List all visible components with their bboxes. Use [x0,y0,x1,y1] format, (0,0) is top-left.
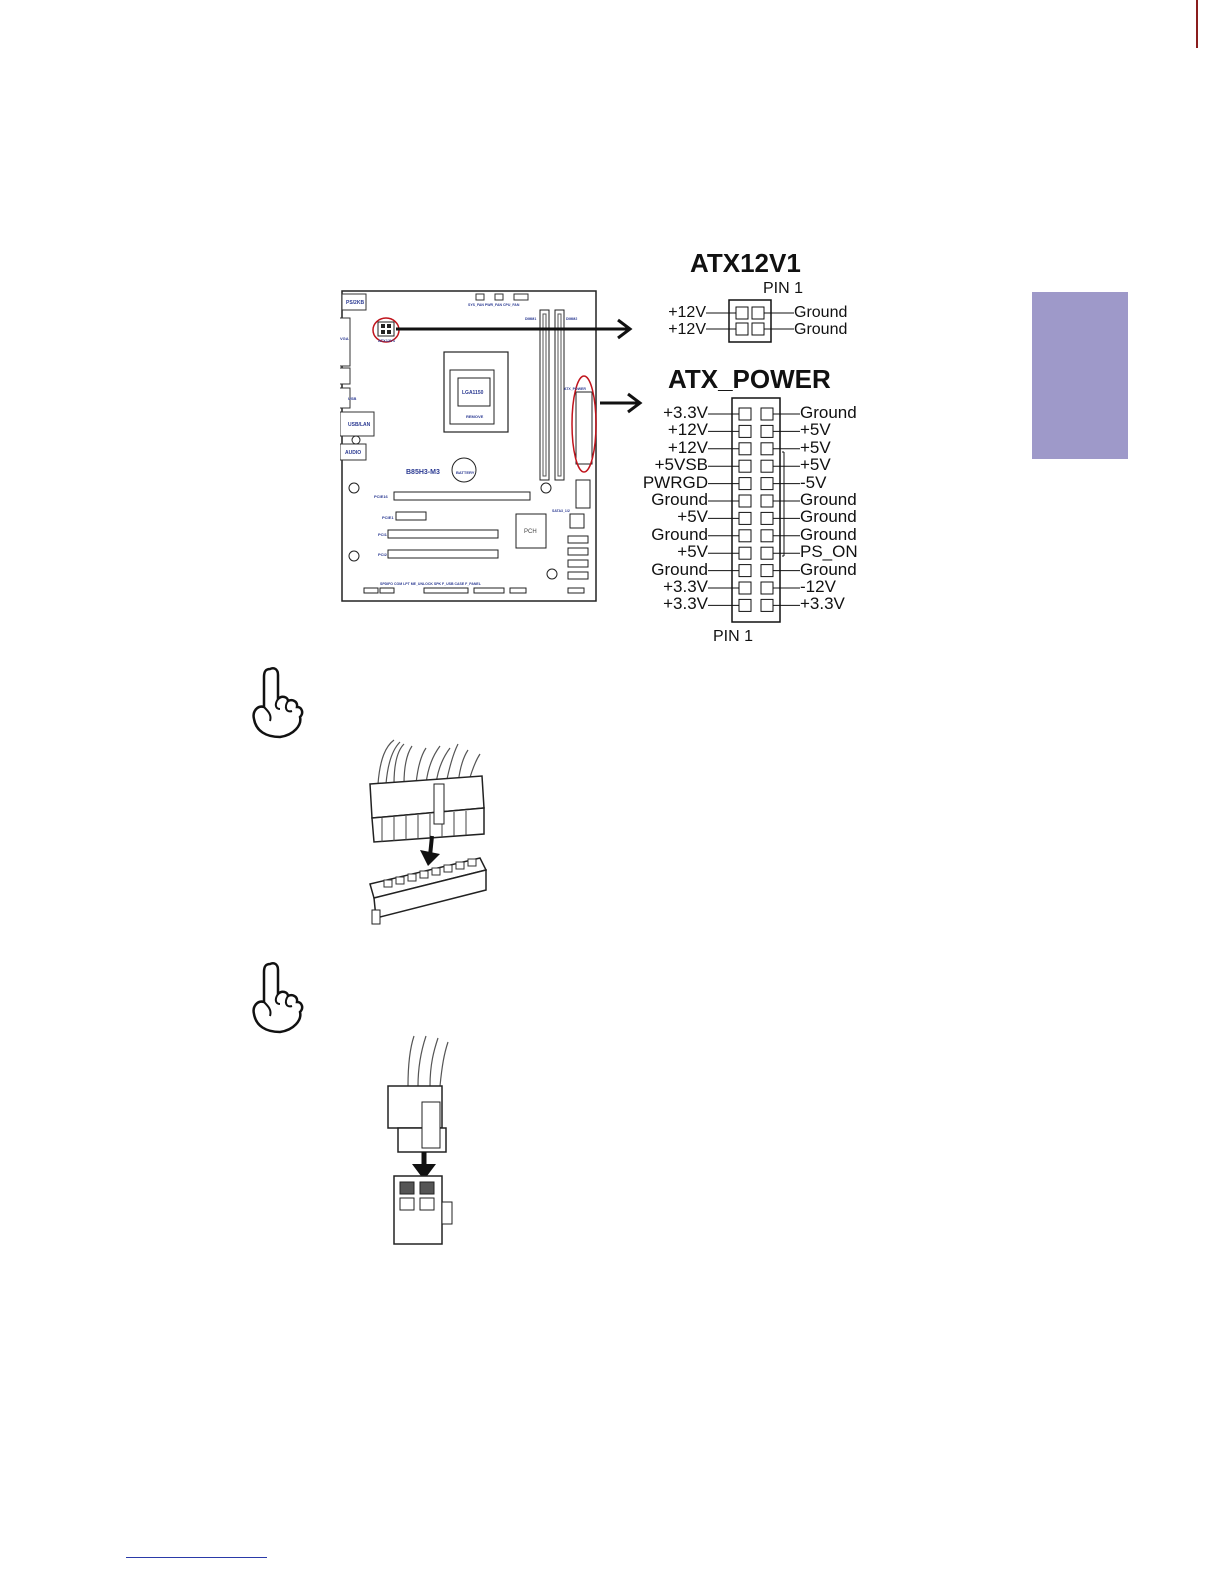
atx-power-pin [738,511,752,525]
svg-text:PCH: PCH [524,529,537,535]
atx12v-pin-left-2: +12V [668,321,706,338]
atx-power-pin-left-label: +3.3V [663,403,708,422]
svg-text:SPDIFO COM LPT ME_UNLOCK: SPDIFO COM LPT ME_UNLOCK SPK F_USB CASE … [380,582,482,586]
atx-power-pin [760,494,774,508]
svg-text:USB: USB [348,396,357,401]
pointing-hand-icon [252,667,304,739]
chapter-side-tab [1032,292,1128,459]
atx-power-pin [738,494,752,508]
svg-text:SYS_FAN PWR_FAN CPU_FAN: SYS_FAN PWR_FAN CPU_FAN [468,303,520,307]
atx12v-title: ATX12V1 [690,248,801,278]
svg-text:USB/LAN: USB/LAN [348,422,371,428]
atx12v-callout-arrow [396,318,633,340]
atx-power-connector-diagram [708,397,800,623]
svg-text:BATTERY: BATTERY [456,470,475,475]
atx-power-pin [738,598,752,612]
svg-text:B85H3-M3: B85H3-M3 [406,469,440,476]
atx-power-pin-left-label: +12V [667,437,708,457]
atx-power-pin [760,546,774,560]
atx-power-pin-right-label: +5V [800,437,831,457]
atx-power-pin [738,529,752,543]
atx12v-pin-right-1: Ground [794,304,848,321]
atx-power-pin [760,477,774,491]
atx-power-pin [760,459,774,473]
svg-text:PS/2KB: PS/2KB [346,300,364,306]
atx-power-pin [760,511,774,525]
atx-power-pin-right-label: -5V [800,472,827,492]
svg-text:DIMM2: DIMM2 [566,317,577,321]
footer-link-underline [126,1557,267,1558]
atx-power-pin [760,598,774,612]
atx-power-pin [738,424,752,438]
atx-power-pin-right-label: Ground [800,524,857,544]
atx-power-pin-right-label: Ground [800,507,857,527]
atx-power-pin [760,424,774,438]
atx-power-pin-left-label: Ground [651,490,708,509]
atx-power-callout-arrow [600,392,643,414]
atx-power-pin [738,477,752,491]
atx-power-pin [760,529,774,543]
atx-power-pin1-label: PIN 1 [713,628,754,645]
atx-24pin-plug-illustration [369,739,488,925]
atx-power-pin-right-label: Ground [800,559,857,579]
atx-power-pin-left-label: +3.3V [663,594,708,614]
svg-text:PCI2: PCI2 [378,552,388,557]
atx-power-pin-right-label: +3.3V [800,594,845,614]
atx-power-pin-left-label: +3.3V [663,577,708,596]
svg-text:PCIE1: PCIE1 [382,515,394,520]
atx-power-pin-left-label: +5V [677,542,708,562]
atx-power-pin-right-label: Ground [800,403,857,422]
svg-text:ATX_POWER: ATX_POWER [564,387,586,391]
atx-power-pin-left-label: +12V [667,420,708,440]
svg-text:VGA: VGA [340,336,349,341]
atx-4pin-plug-illustration [387,1035,453,1245]
atx-power-pin-left-label: +5VSB [654,455,708,475]
atx-power-pin [738,564,752,578]
atx12v-pin1-label: PIN 1 [763,280,804,297]
top-red-rule [1196,0,1198,48]
atx-power-pin [760,442,774,456]
atx-power-pin [738,407,752,421]
atx-power-pin [738,442,752,456]
atx12v-pin-left-1: +12V [668,304,706,321]
atx-power-pin [760,581,774,595]
atx-power-pin-right-label: Ground [800,490,857,509]
atx-power-pin-right-label: +5V [800,455,831,475]
atx12v-connector-diagram [706,299,794,343]
svg-text:SATA3_1/2: SATA3_1/2 [552,509,570,513]
svg-text:PCIE16: PCIE16 [374,494,389,499]
atx-power-pin-left-label: +5V [677,507,708,527]
atx-power-pin [738,459,752,473]
svg-text:AUDIO: AUDIO [345,450,361,456]
atx-power-pin-right-label: -12V [800,577,836,596]
svg-text:ATX12V1: ATX12V1 [378,338,396,343]
svg-text:PCI1: PCI1 [378,532,388,537]
atx-power-pin [738,581,752,595]
motherboard-layout: PS/2KB VGA USB USB/LAN AUDIO ATX12V1 SYS… [340,290,597,602]
svg-text:REMOVE: REMOVE [466,414,484,419]
atx-power-pin-left-label: PWRGD [642,472,708,492]
atx-power-title: ATX_POWER [668,364,831,394]
atx-power-pin-left-label: Ground [651,524,708,544]
atx-power-pin-right-label: +5V [800,420,831,440]
atx-power-pin-right-label: PS_ON [800,542,858,562]
pointing-hand-icon [252,962,304,1034]
atx-power-pin-left-label: Ground [651,559,708,579]
atx-power-pin [760,564,774,578]
svg-text:DIMM1: DIMM1 [525,317,536,321]
svg-text:LGA1150: LGA1150 [462,390,484,396]
atx-power-pin [738,546,752,560]
atx-power-pin [760,407,774,421]
atx12v-pin-right-2: Ground [794,321,848,338]
